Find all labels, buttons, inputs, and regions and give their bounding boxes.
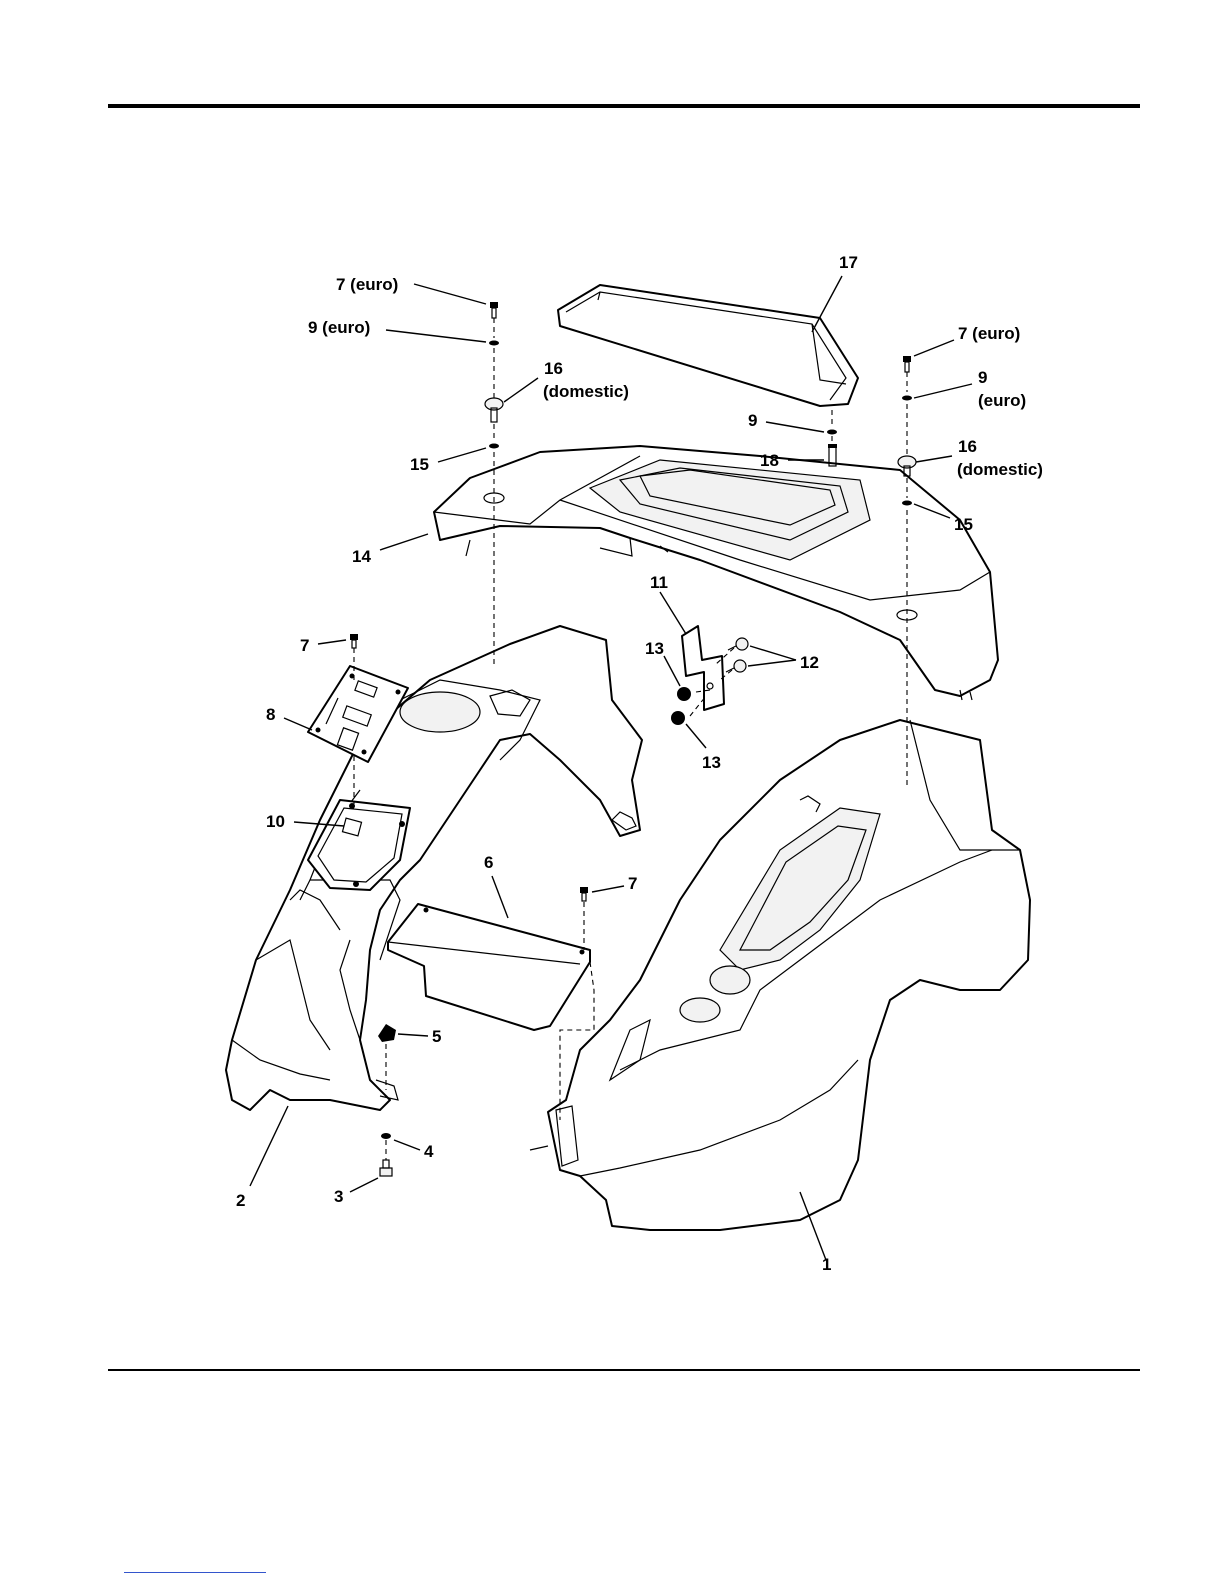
footer-link-underline[interactable]: [124, 1572, 266, 1573]
callout-16-right-note: (domestic): [957, 460, 1043, 479]
washer-9-euro-left: [489, 341, 499, 346]
part-6-shield: [388, 904, 590, 1030]
washer-9-center: [827, 430, 837, 435]
callout-13-lower: 13: [702, 753, 721, 772]
washer-15-left: [489, 444, 499, 449]
callout-9-right-note: (euro): [978, 391, 1026, 410]
callout-4: 4: [424, 1142, 434, 1161]
screw-7-plate: [350, 634, 358, 648]
callout-1: 1: [822, 1255, 831, 1274]
screw-7-euro-left: [490, 302, 498, 318]
callout-15-left: 15: [410, 455, 429, 474]
callout-18: 18: [760, 451, 779, 470]
nut-13-upper: [677, 687, 691, 701]
callout-9-euro-left: 9 (euro): [308, 318, 370, 337]
washer-9-euro-right: [902, 396, 912, 401]
callout-14: 14: [352, 547, 371, 566]
bolt-3: [380, 1160, 392, 1176]
screw-7-euro-right: [903, 356, 911, 372]
callout-7-shield: 7: [628, 874, 637, 893]
bolts-12: [726, 638, 748, 672]
callout-7-euro-left: 7 (euro): [336, 275, 398, 294]
callout-16-right-num: 16: [958, 437, 977, 456]
callout-5: 5: [432, 1027, 441, 1046]
washer-15-right: [902, 501, 912, 506]
nut-13-lower: [671, 711, 685, 725]
bottom-rule: [108, 1369, 1140, 1371]
callout-7-plate: 7: [300, 636, 309, 655]
callout-15-right: 15: [954, 515, 973, 534]
callout-16-left-note: (domestic): [543, 382, 629, 401]
callout-3: 3: [334, 1187, 343, 1206]
callout-9-center: 9: [748, 411, 757, 430]
callout-17: 17: [839, 253, 858, 272]
washer-4: [381, 1133, 391, 1139]
nut-5: [378, 1024, 396, 1042]
callout-2: 2: [236, 1191, 245, 1210]
knob-16-left: [485, 398, 503, 422]
callout-11: 11: [650, 573, 668, 592]
callout-16-left-num: 16: [544, 359, 563, 378]
screw-7-shield: [580, 887, 588, 901]
callout-9-right-num: 9: [978, 368, 987, 387]
callout-8: 8: [266, 705, 275, 724]
callout-10: 10: [266, 812, 285, 831]
callout-7-euro-right: 7 (euro): [958, 324, 1020, 343]
callout-6: 6: [484, 853, 493, 872]
callout-13-upper: 13: [645, 639, 664, 658]
callout-12: 12: [800, 653, 819, 672]
